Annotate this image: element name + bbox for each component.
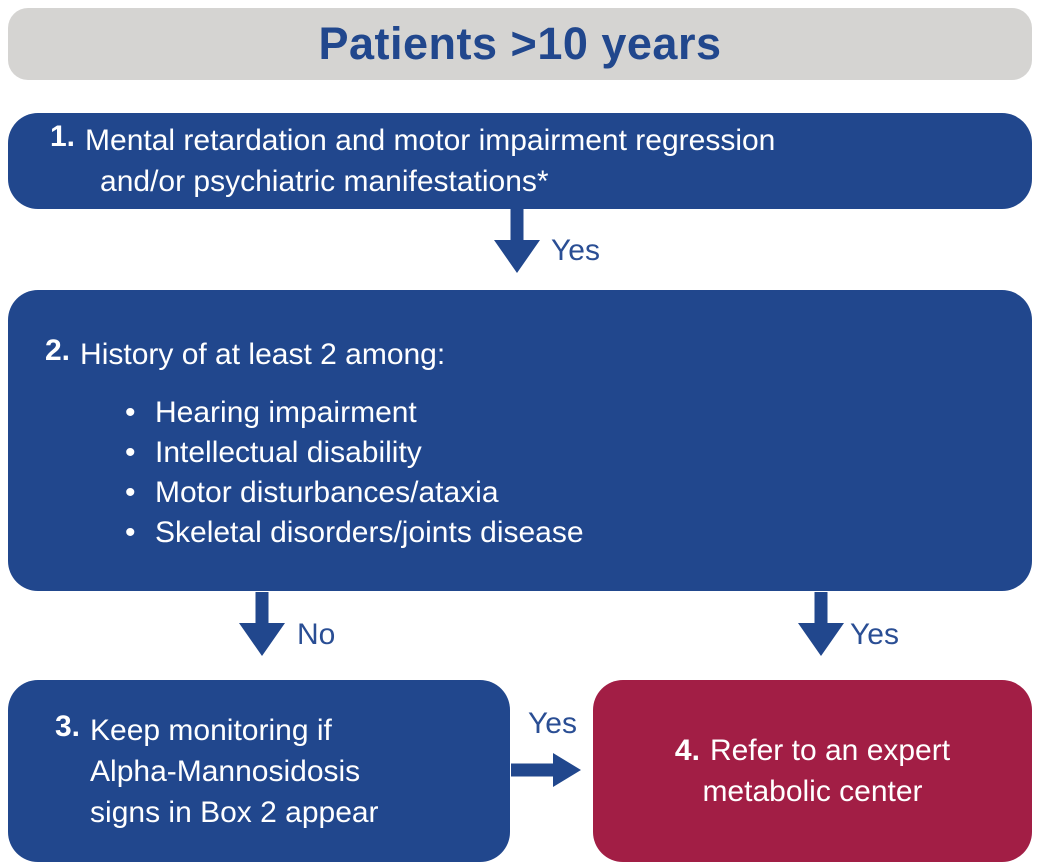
box-2-heading: History of at least 2 among:: [80, 338, 446, 371]
box-4-refer-expert: 4. Refer to an expert metabolic center: [593, 680, 1032, 862]
box-2-number: 2.: [45, 334, 71, 367]
bullet-intellectual-disability: Intellectual disability: [125, 433, 1032, 473]
box-3-line-2: Alpha-Mannosidosis: [90, 754, 361, 788]
box-1-line-2: and/or psychiatric manifestations*: [100, 165, 549, 198]
bullet-hearing-impairment: Hearing impairment: [125, 393, 1032, 433]
box-2-bullet-list: Hearing impairment Intellectual disabili…: [45, 393, 1032, 553]
header-box: Patients >10 years: [8, 8, 1032, 80]
arrow-down-yes-icon: [798, 592, 844, 656]
page-title: Patients >10 years: [318, 18, 722, 69]
box-1-mental-retardation: 1. Mental retardation and motor impairme…: [8, 113, 1032, 209]
arrow-right-icon: [511, 753, 581, 787]
box-3-keep-monitoring: 3. Keep monitoring if Alpha-Mannosidosis…: [8, 680, 510, 862]
arrow-down-no-icon: [239, 592, 285, 656]
arrow-yes-label: Yes: [850, 618, 899, 651]
box-3-line-1: Keep monitoring if: [90, 713, 332, 747]
box-4-line-1: Refer to an expert: [709, 734, 951, 767]
box-1-number: 1.: [50, 120, 76, 153]
arrow-1-yes-label: Yes: [551, 234, 600, 267]
box-4-line-2: metabolic center: [702, 775, 923, 808]
arrow-down-icon: [494, 209, 540, 273]
bullet-motor-disturbances: Motor disturbances/ataxia: [125, 473, 1032, 513]
box-2-history: 2. History of at least 2 among: Hearing …: [8, 290, 1032, 591]
box-3-number: 3.: [55, 709, 81, 743]
box-1-line-1: Mental retardation and motor impairment …: [85, 124, 776, 157]
box-4-number: 4.: [674, 734, 700, 767]
arrow-no-label: No: [297, 618, 336, 651]
box-3-line-3: signs in Box 2 appear: [90, 795, 379, 829]
bullet-skeletal-disorders: Skeletal disorders/joints disease: [125, 513, 1032, 553]
arrow-3-yes-label: Yes: [528, 707, 577, 740]
